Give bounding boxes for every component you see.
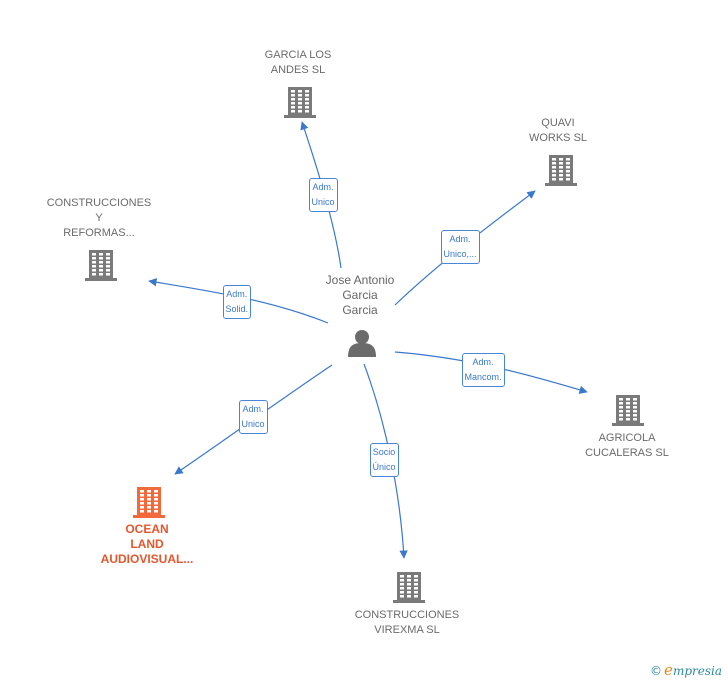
relation-label-quavi-works[interactable]: Adm. Unico,... — [440, 230, 480, 264]
company-label-quavi-works[interactable]: QUAVI WORKS SL — [528, 117, 588, 144]
building-icon[interactable] — [545, 155, 577, 186]
relation-label-ocean-land[interactable]: Adm. Unico — [238, 400, 268, 434]
relation-label-construcciones-y-reformas[interactable]: Adm. Solid. — [222, 285, 252, 319]
company-label-ocean-land[interactable]: OCEAN LAND AUDIOVISUAL... — [100, 522, 194, 566]
person-icon[interactable] — [348, 330, 376, 357]
company-label-garcia-los-andes[interactable]: GARCIA LOS ANDES SL — [264, 49, 332, 76]
footer-brand: ©empresia — [650, 661, 722, 679]
person-name[interactable]: Jose Antonio Garcia Garcia — [325, 273, 395, 317]
relation-label-construcciones-virexma[interactable]: Socio Único — [369, 443, 399, 477]
building-icon[interactable] — [284, 87, 316, 118]
company-label-agricola-cucaleras[interactable]: AGRICOLA CUCALERAS SL — [585, 432, 669, 459]
copyright-symbol: © — [650, 664, 663, 678]
building-icon[interactable] — [612, 395, 644, 426]
company-label-construcciones-y-reformas[interactable]: CONSTRUCCIONES Y REFORMAS... — [46, 197, 152, 239]
relation-label-garcia-los-andes[interactable]: Adm. Unico — [308, 178, 338, 212]
relation-label-agricola-cucaleras[interactable]: Adm. Mancom. — [461, 353, 505, 387]
building-icon[interactable] — [133, 487, 165, 518]
company-label-construcciones-virexma[interactable]: CONSTRUCCIONES VIREXMA SL — [354, 609, 460, 636]
building-icon[interactable] — [393, 572, 425, 603]
brand-initial: e — [664, 661, 673, 679]
brand-name: mpresia — [672, 664, 722, 678]
building-icon[interactable] — [85, 250, 117, 281]
